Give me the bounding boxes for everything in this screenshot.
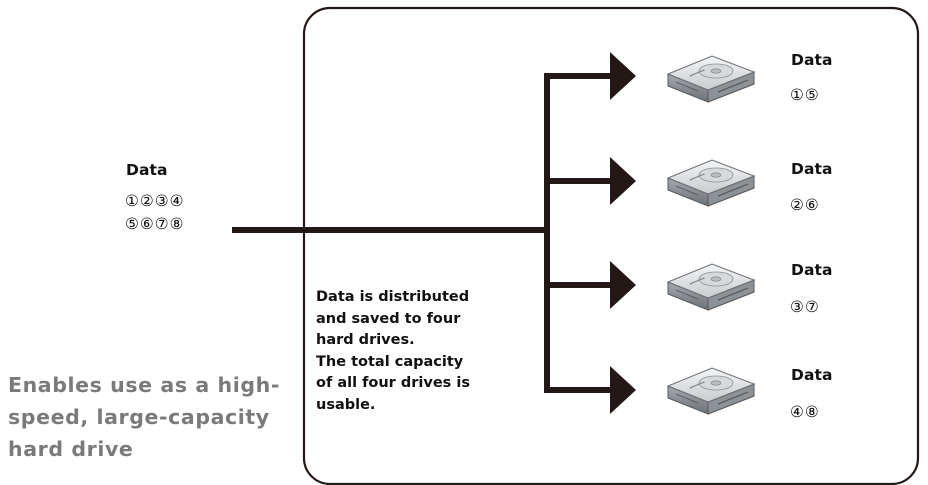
description-line: Data is distributed [316, 289, 470, 305]
arrow-right-icon [610, 52, 636, 100]
description-line: hard drives. [316, 332, 415, 348]
arrow-right-icon [610, 261, 636, 309]
hard-drive-icon [667, 367, 755, 415]
drive-1-digits: ①⑤ [790, 86, 820, 104]
caption-line: hard drive [8, 437, 134, 461]
raid-box [302, 6, 920, 485]
caption-text: Enables use as a high- speed, large-capa… [8, 369, 280, 465]
arrow-right-icon [610, 366, 636, 414]
branch-3 [544, 261, 636, 309]
drive-3-digits: ③⑦ [790, 298, 820, 316]
drive-4-digits: ④⑧ [790, 403, 820, 421]
hard-drive-icon [667, 159, 755, 207]
hard-drive-icon [667, 263, 755, 311]
branch-4 [544, 366, 636, 414]
drive-3-label: Data [791, 261, 833, 279]
drive-4-label: Data [791, 366, 833, 384]
description-line: of all four drives is [316, 375, 470, 391]
description-line: The total capacity [316, 353, 464, 370]
caption-line: Enables use as a high- [8, 373, 280, 397]
source-data-label: Data [126, 161, 168, 179]
branch-2 [544, 157, 636, 205]
description-line: and saved to four [316, 310, 461, 327]
branch-1 [544, 52, 636, 100]
hard-drive-icon [667, 55, 755, 103]
drive-1-label: Data [791, 51, 833, 69]
source-digits-line2: ⑤⑥⑦⑧ [125, 215, 185, 233]
drive-2-digits: ②⑥ [790, 196, 820, 214]
drive-2-label: Data [791, 160, 833, 178]
description-line: usable. [316, 396, 376, 413]
caption-line: speed, large-capacity [8, 405, 270, 429]
description-text: Data is distributed and saved to four ha… [316, 287, 470, 416]
arrow-right-icon [610, 157, 636, 205]
source-digits-line1: ①②③④ [125, 192, 185, 210]
